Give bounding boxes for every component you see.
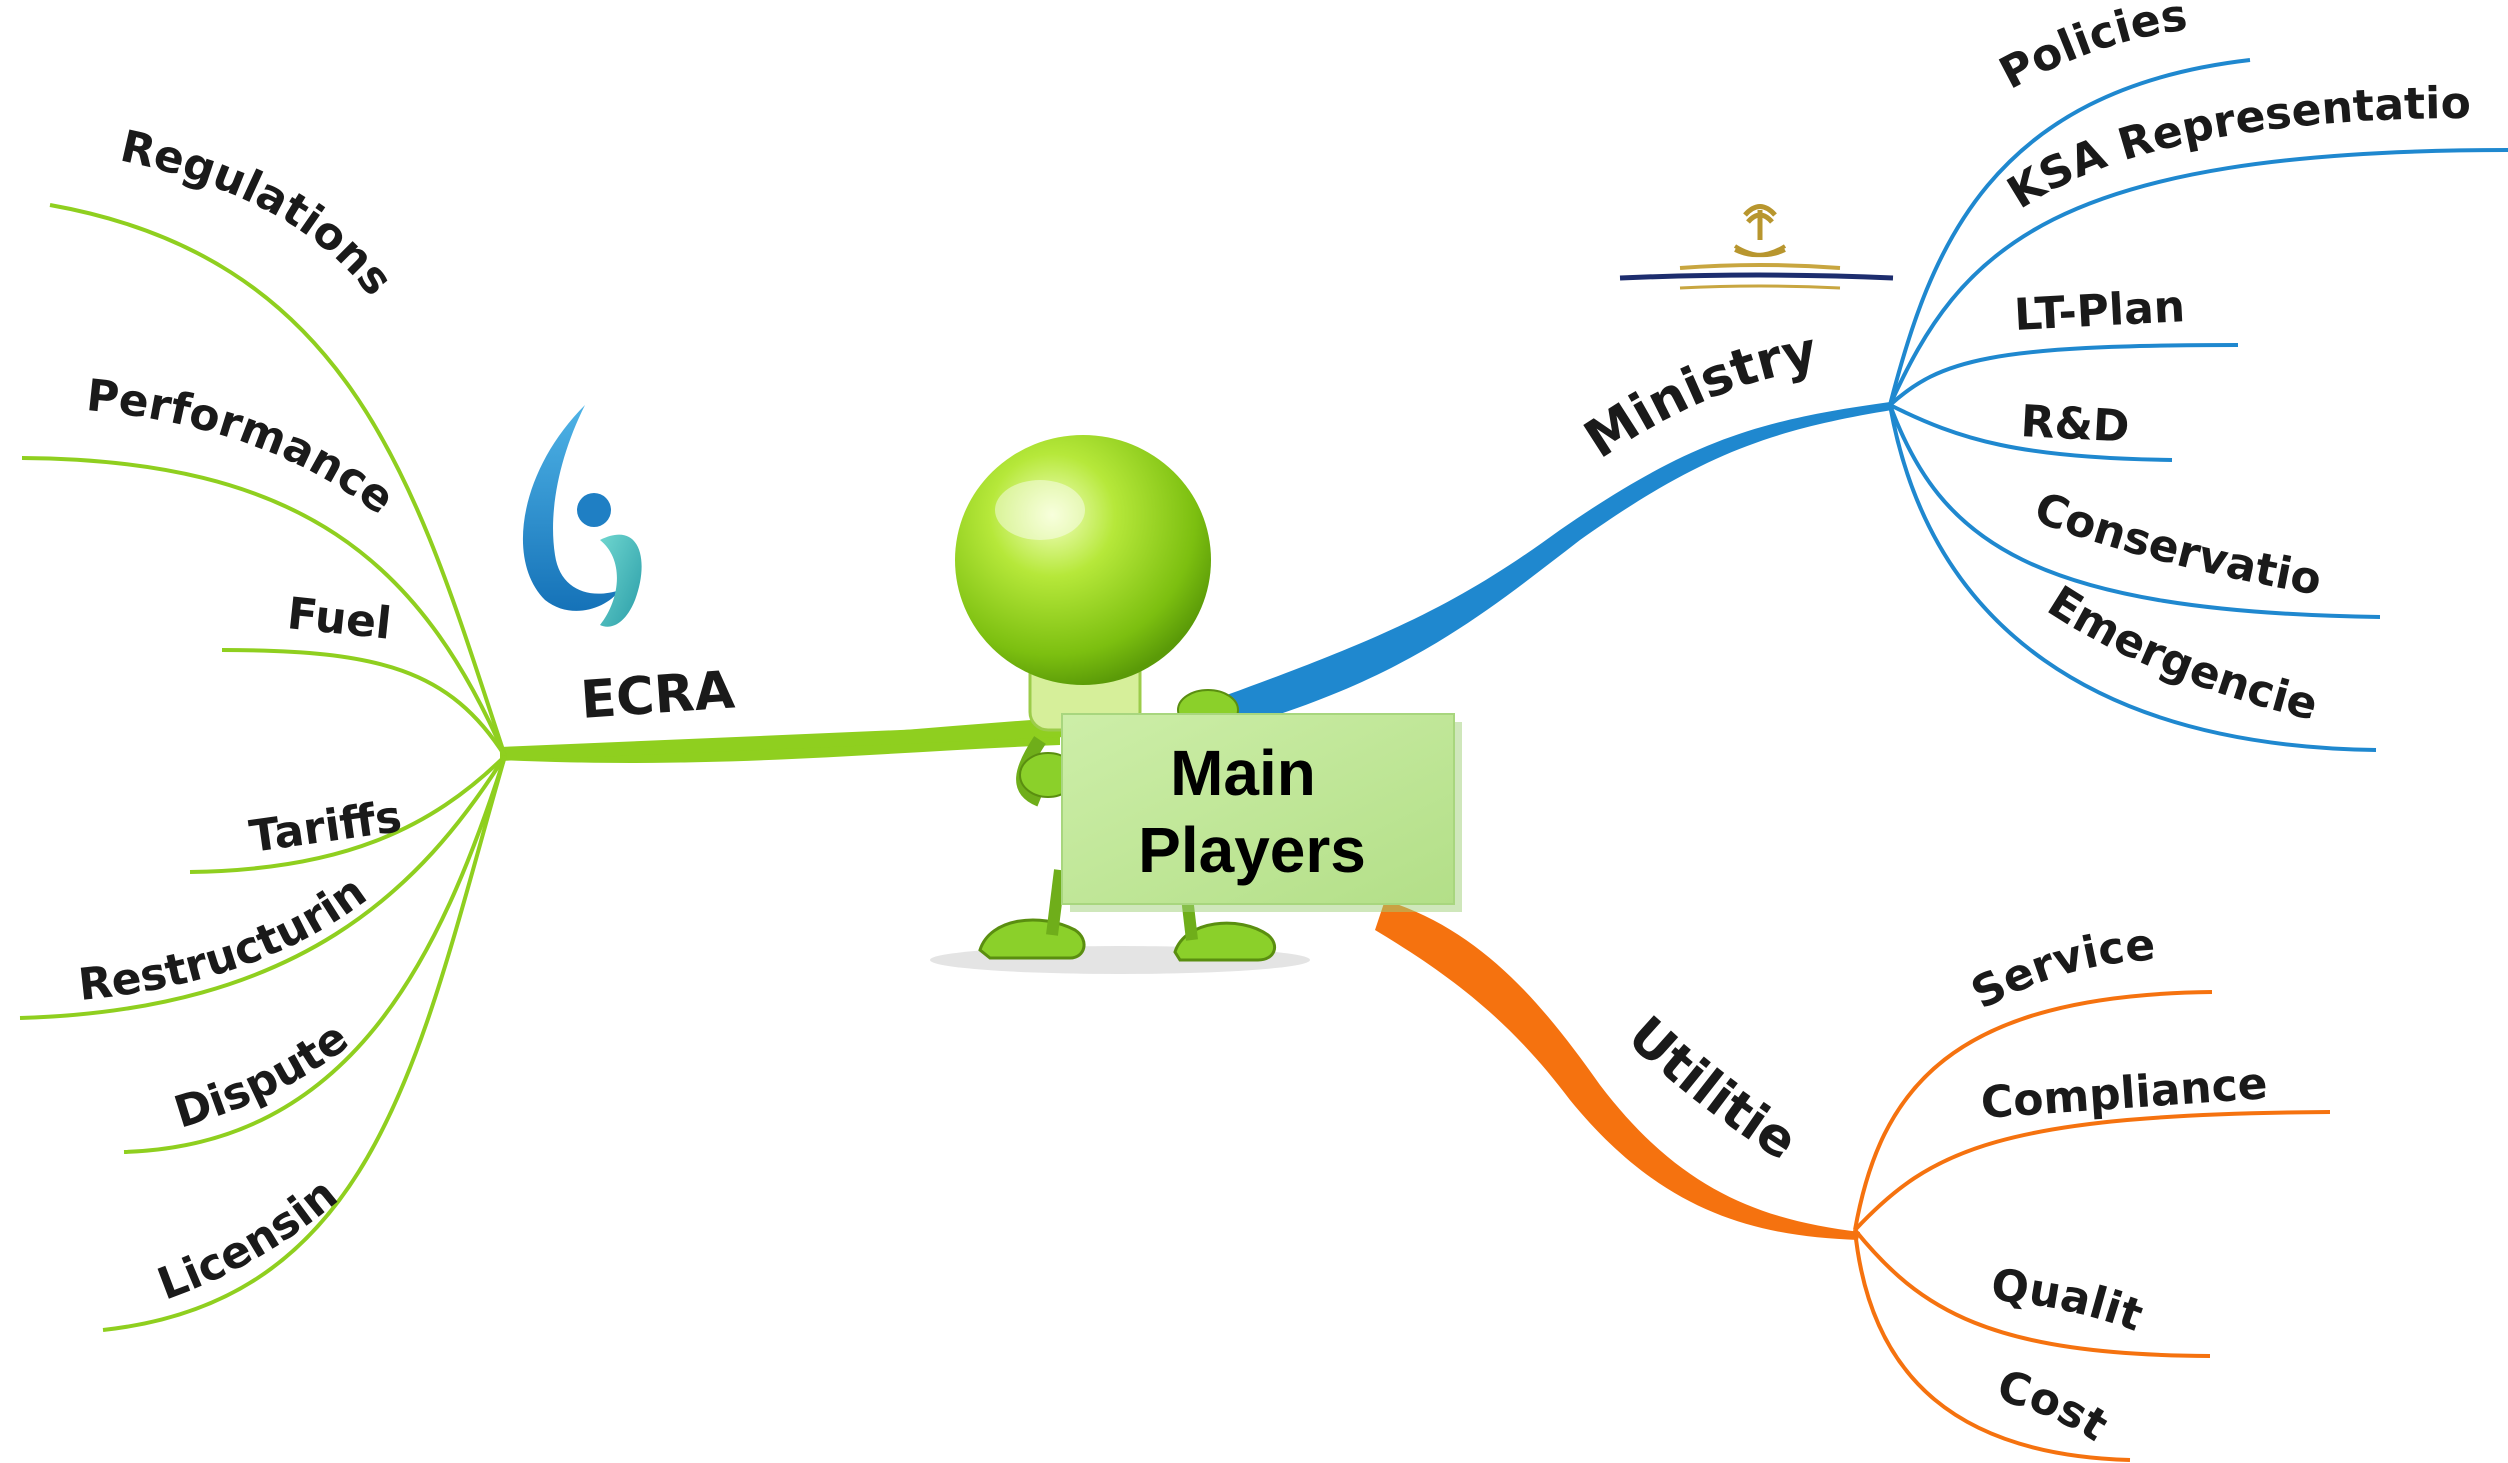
leaf-line-licensing [102, 755, 507, 1332]
leaf-line-fuel [221, 648, 507, 758]
center-title-line1: Main [1170, 737, 1316, 809]
mascot-left-leg [1046, 869, 1066, 936]
emblem-palm [1743, 204, 1777, 240]
ministry-leaf-lines [1888, 58, 2508, 752]
emblem-swords [1733, 244, 1787, 258]
leaf-label-cost: Cost [1992, 1361, 2116, 1452]
utilities-main-stroke [1375, 900, 1860, 1240]
leaf-line-disputes [123, 755, 507, 1154]
leaf-label-compliance: Compliance [1979, 1058, 2269, 1129]
leaf-line-ksa-representation [1888, 148, 2508, 406]
emblem-bar-navy [1619, 272, 1894, 281]
center-title-line2: Players [1138, 814, 1366, 886]
branch-text-ministry: Ministry [1574, 321, 1821, 470]
ministry-main-stroke [1180, 402, 1892, 740]
leaf-line-performance [21, 456, 507, 757]
ecra-trunk [499, 723, 1066, 761]
ministry-branch [1180, 58, 2508, 752]
ecra-branch [19, 203, 1066, 1332]
leaf-line-quality [1853, 1228, 2211, 1358]
leaf-line-policies [1888, 58, 2251, 406]
leaf-text-regulations: Regulations [116, 121, 403, 305]
leaf-label-tariffs: Tariffs [246, 791, 404, 863]
leaf-line-emergencies [1888, 404, 2377, 752]
mascot-bulb-highlight [995, 480, 1085, 540]
leaf-line-cost [1853, 1229, 2131, 1462]
leaf-label-service: Service [1963, 919, 2157, 1019]
leaf-line-lt-plan [1888, 343, 2239, 407]
ecra-logo-dot [577, 493, 611, 527]
leaf-text-policies: Policies [1991, 0, 2190, 100]
sign-board [1061, 713, 1455, 905]
saudi-emblem-icon [1619, 204, 1894, 290]
branch-label-ministry: Ministry [1574, 321, 1821, 470]
leaf-label-regulations: Regulations [116, 121, 403, 305]
leaf-line-rnd [1889, 403, 2173, 462]
utilities-branch [1375, 900, 2331, 1462]
leaf-line-conservation [1888, 404, 2381, 619]
leaf-text-service: Service [1963, 919, 2157, 1019]
leaf-line-compliance [1853, 1110, 2331, 1232]
leaf-label-lt-plan: LT-Plan [2013, 281, 2186, 341]
emblem-bar-gold [1679, 263, 1841, 270]
branch-label-ecra: ECRA [579, 660, 737, 731]
ecra-logo-icon [522, 405, 642, 627]
leaf-line-regulations [49, 203, 507, 757]
leaf-label-fuel: Fuel [285, 588, 394, 650]
mascot-bulb [955, 435, 1211, 685]
utilities-leaf-lines [1853, 990, 2331, 1462]
leaf-label-policies: Policies [1991, 0, 2190, 100]
ecra-leaf-lines [19, 203, 507, 1332]
ecra-logo-swoosh-blue [522, 405, 620, 611]
leaf-label-rnd: R&D [2019, 396, 2130, 453]
emblem-bar-gold-2 [1679, 284, 1841, 290]
ecra-logo-swoosh-teal [600, 534, 642, 627]
mascot-left-foot [978, 918, 1086, 960]
leaf-line-service [1853, 990, 2213, 1231]
main-players-sign: Main Players [1061, 713, 1462, 912]
leaf-line-tariffs [189, 754, 507, 874]
leaf-line-restructuring [19, 754, 507, 1020]
lightbulb-mascot-icon [930, 435, 1310, 974]
leaf-text-cost: Cost [1992, 1361, 2116, 1452]
